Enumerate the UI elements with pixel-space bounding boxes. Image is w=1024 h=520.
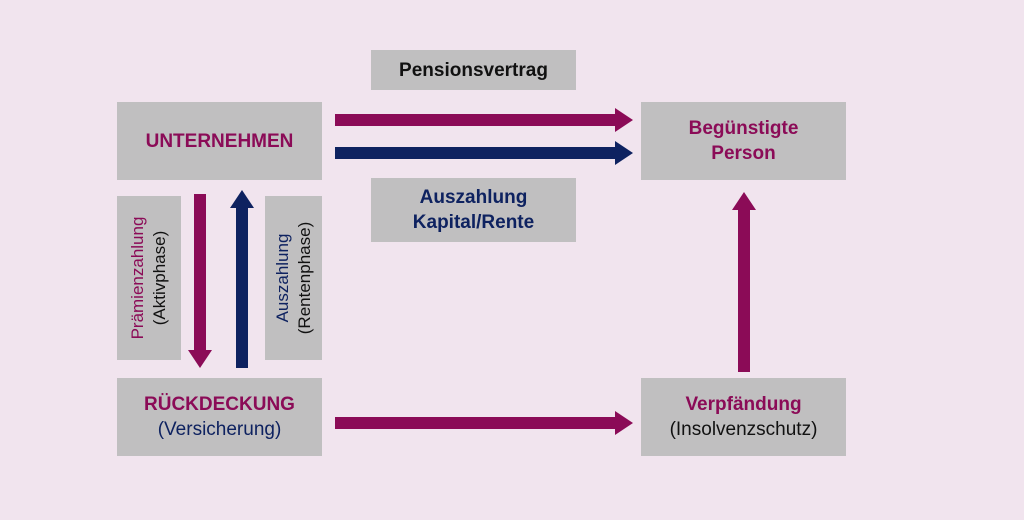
rueckdeckung-line2: (Versicherung) — [157, 419, 282, 440]
praemienzahlung-arrow — [188, 194, 212, 368]
unternehmen-box: UNTERNEHMEN — [117, 102, 322, 180]
auszahlung-rentenphase-arrow — [230, 190, 254, 368]
auszahlung-rentenphase-box: Auszahlung (Rentenphase) — [265, 196, 322, 360]
insolvenzschutz-arrow — [732, 192, 756, 372]
rueckdeckung-box: RÜCKDECKUNG (Versicherung) — [117, 378, 322, 456]
pensionsvertrag-label: Pensionsvertrag — [399, 59, 548, 81]
auszahlung-arrow — [335, 141, 633, 165]
beguenstigte-line2: Person — [711, 143, 776, 164]
auszahlung-kapital-box: Auszahlung Kapital/Rente — [371, 178, 576, 242]
praemienzahlung-box: Prämienzahlung (Aktivphase) — [117, 196, 181, 360]
beguenstigte-line1: Begünstigte — [688, 118, 799, 139]
pensionsvertrag-box: Pensionsvertrag — [371, 50, 576, 90]
verpfaendung-line1: Verpfändung — [685, 394, 802, 415]
unternehmen-label: UNTERNEHMEN — [145, 130, 294, 152]
pensionsvertrag-arrow — [335, 108, 633, 132]
verpfaendung-line2: (Insolvenzschutz) — [669, 419, 818, 440]
verpfaendung-arrow — [335, 411, 633, 435]
beguenstigte-person-box: Begünstigte Person — [641, 102, 846, 180]
rueckdeckung-line1: RÜCKDECKUNG — [144, 394, 295, 415]
auszahlung-kapital-line2: Kapital/Rente — [412, 212, 535, 233]
verpfaendung-box: Verpfändung (Insolvenzschutz) — [641, 378, 846, 456]
auszahlung-kapital-line1: Auszahlung — [419, 187, 528, 208]
